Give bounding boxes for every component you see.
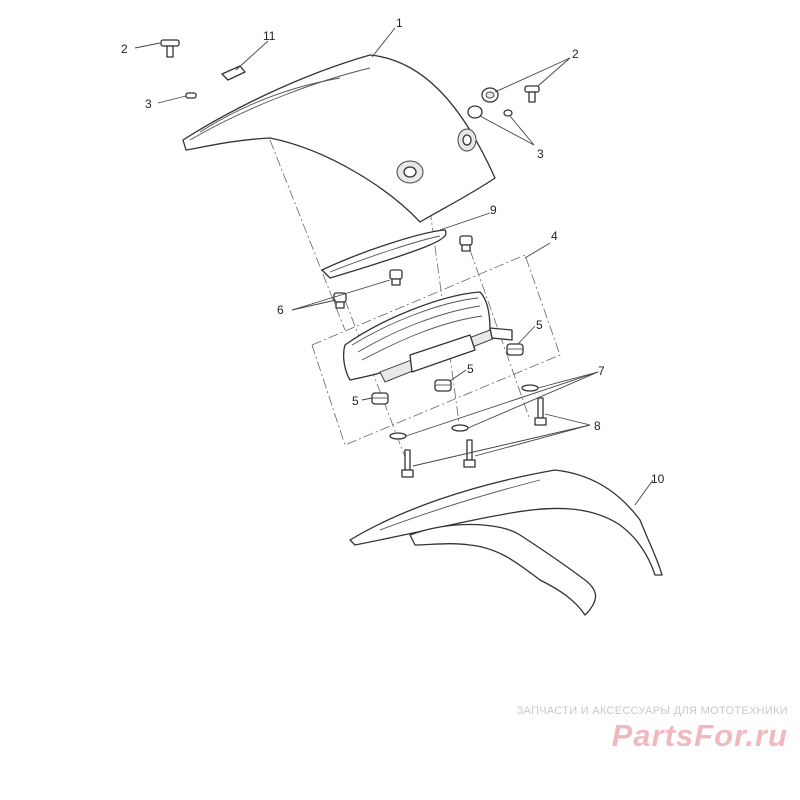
rubber-mount: [371, 392, 389, 405]
callout-10: 10: [651, 472, 665, 486]
callout-2: 2: [121, 42, 128, 56]
watermark-tagline: ЗАПЧАСТИ И АКСЕССУАРЫ ДЛЯ МОТОТЕХНИКИ: [516, 705, 788, 717]
grommet: [389, 269, 403, 286]
nut-left: [185, 92, 197, 99]
lower-trim-panel: [349, 469, 663, 616]
callout-5: 5: [467, 362, 474, 376]
bolt: [401, 449, 414, 478]
washers: [389, 384, 539, 440]
bolt: [463, 439, 476, 468]
watermark-logo: PartsFor.ru: [611, 718, 788, 753]
gasket-ring: [321, 229, 447, 279]
callout-1: 1: [396, 16, 403, 30]
rubber-mounts: [371, 343, 524, 405]
grommets-top: [333, 235, 473, 309]
callout-11: 11: [263, 29, 276, 43]
callout-4: 4: [551, 229, 558, 243]
rubber-mount: [506, 343, 524, 356]
bolt: [534, 397, 547, 426]
screw-right-top: [481, 87, 499, 103]
callout-6: 6: [277, 303, 284, 317]
screw-top-left: [160, 39, 180, 58]
callout-3: 3: [145, 97, 152, 111]
callout-labels: 1 2 11 3 2 3 9 4 6 5 5 5 7 8 10: [121, 16, 665, 486]
bolts: [401, 397, 547, 478]
callout-5: 5: [352, 394, 359, 408]
instrument-unit: [343, 291, 513, 383]
clip-part-11: [221, 65, 246, 81]
rubber-mount: [434, 379, 452, 392]
callout-8: 8: [594, 419, 601, 433]
callout-7: 7: [598, 364, 605, 378]
screw-right-far: [524, 85, 540, 103]
callout-2: 2: [572, 47, 579, 61]
callout-3: 3: [537, 147, 544, 161]
nut-right: [467, 105, 513, 119]
grommet: [459, 235, 473, 252]
callout-5: 5: [536, 318, 543, 332]
instrument-cover: [182, 54, 496, 223]
screws-and-nuts: [160, 39, 540, 119]
leader-lines: [134, 27, 654, 506]
callout-9: 9: [490, 203, 497, 217]
